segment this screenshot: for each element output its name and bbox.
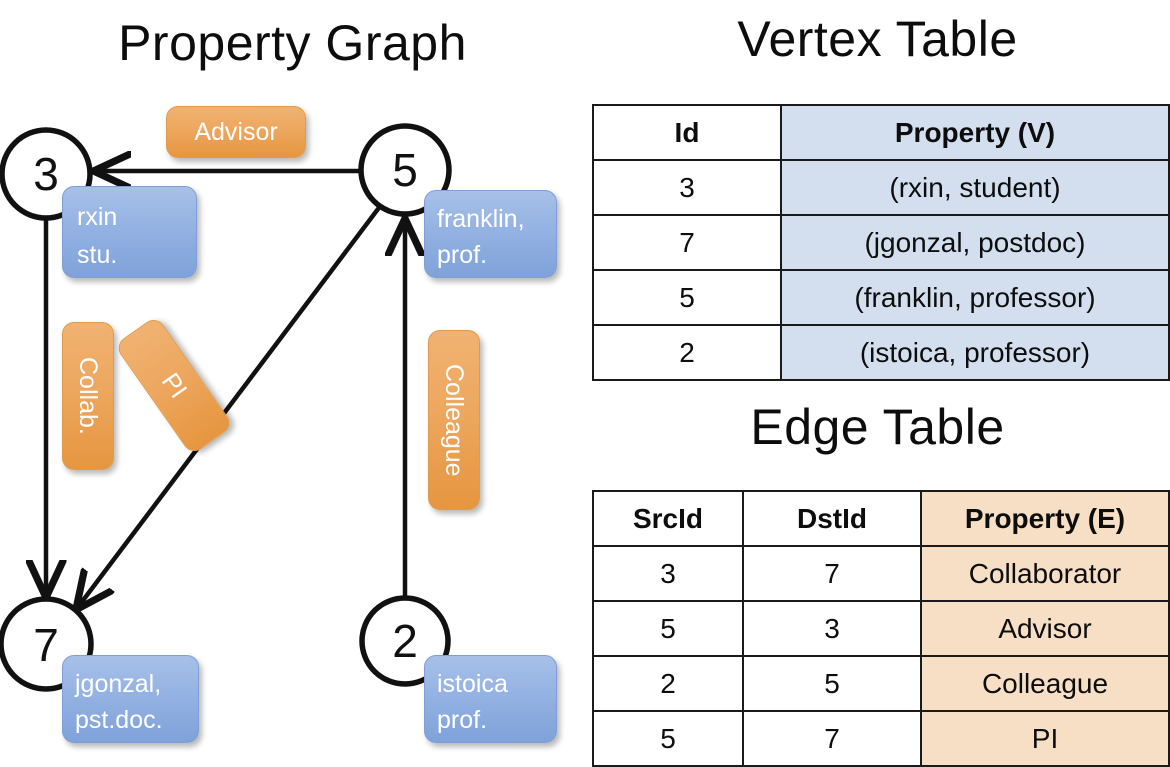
table-row[interactable]: 5 3 Advisor	[592, 600, 1170, 657]
edge-row-3-property: PI	[920, 710, 1170, 767]
edge-line-pi	[78, 203, 383, 607]
graph-node-5-label: 5	[392, 144, 418, 196]
vertex-table-header-property: Property (V)	[780, 104, 1170, 161]
page-title-vertex-table: Vertex Table	[737, 11, 1018, 67]
node-property-box-jgonzal[interactable]: jgonzal, pst.doc.	[62, 655, 199, 743]
graph-canvas: 3 5 7 2	[0, 123, 452, 692]
graph-node-7-label: 7	[33, 619, 59, 671]
edge-row-0-property: Collaborator	[920, 545, 1170, 602]
vertex-row-2-property: (franklin, professor)	[780, 269, 1170, 326]
table-row[interactable]: 3 7 Collaborator	[592, 545, 1170, 602]
edge-label-collab-text: Collab.	[74, 357, 102, 435]
table-row[interactable]: 5 7 PI	[592, 710, 1170, 767]
table-row[interactable]: 2 (istoica, professor)	[592, 324, 1170, 381]
property-graph-diagram: 3 5 7 2 Advisor Collab. PI Colleague rxi…	[0, 0, 585, 760]
node-property-rxin-line2: stu.	[77, 241, 118, 269]
node-property-box-franklin[interactable]: franklin, prof.	[424, 190, 557, 278]
vertex-row-1-property: (jgonzal, postdoc)	[780, 214, 1170, 271]
vertex-row-3-id: 2	[592, 324, 782, 381]
table-row[interactable]: 3 (rxin, student)	[592, 159, 1170, 216]
vertex-table: Id Property (V) 3 (rxin, student) 7 (jgo…	[592, 104, 1170, 381]
edge-table: SrcId DstId Property (E) 3 7 Collaborato…	[592, 490, 1170, 767]
node-property-jgonzal-line2: pst.doc.	[75, 706, 163, 734]
edge-row-3-dst: 7	[742, 710, 922, 767]
vertex-table-header-id: Id	[592, 104, 782, 161]
edge-table-header-property: Property (E)	[920, 490, 1170, 547]
edge-label-colleague-text: Colleague	[440, 363, 468, 477]
node-property-istoica-line2: prof.	[437, 706, 488, 734]
edge-row-1-dst: 3	[742, 600, 922, 657]
node-property-franklin-line2: prof.	[437, 241, 488, 269]
edge-row-0-src: 3	[592, 545, 744, 602]
edge-row-3-src: 5	[592, 710, 744, 767]
graph-node-3-label: 3	[33, 148, 59, 200]
edge-label-advisor-text: Advisor	[194, 118, 278, 146]
vertex-table-header-row: Id Property (V)	[592, 104, 1170, 161]
graph-node-5[interactable]: 5	[358, 123, 452, 217]
graph-node-2-label: 2	[392, 615, 418, 667]
node-property-istoica-line1: istoica	[437, 670, 508, 698]
node-property-jgonzal-line1: jgonzal,	[75, 670, 162, 698]
edge-table-header-dstid: DstId	[742, 490, 922, 547]
edge-table-header-srcid: SrcId	[592, 490, 744, 547]
vertex-row-3-property: (istoica, professor)	[780, 324, 1170, 381]
edge-row-0-dst: 7	[742, 545, 922, 602]
vertex-row-0-property: (rxin, student)	[780, 159, 1170, 216]
table-row[interactable]: 5 (franklin, professor)	[592, 269, 1170, 326]
page-title-property-graph: Property Graph	[118, 15, 467, 71]
vertex-row-2-id: 5	[592, 269, 782, 326]
edge-label-advisor[interactable]: Advisor	[166, 106, 306, 158]
edge-label-colleague[interactable]: Colleague	[428, 330, 480, 510]
edge-row-2-property: Colleague	[920, 655, 1170, 712]
edge-row-2-src: 2	[592, 655, 744, 712]
table-row[interactable]: 7 (jgonzal, postdoc)	[592, 214, 1170, 271]
edge-table-header-row: SrcId DstId Property (E)	[592, 490, 1170, 547]
node-property-franklin-line1: franklin,	[437, 205, 525, 233]
node-property-box-rxin[interactable]: rxin stu.	[62, 186, 197, 278]
node-property-rxin-line1: rxin	[77, 203, 118, 231]
node-property-box-istoica[interactable]: istoica prof.	[424, 655, 557, 743]
edge-row-1-property: Advisor	[920, 600, 1170, 657]
edge-label-collab[interactable]: Collab.	[62, 322, 114, 470]
page-title-edge-table: Edge Table	[750, 399, 1005, 455]
edge-label-pi-text: PI	[155, 367, 193, 404]
vertex-row-0-id: 3	[592, 159, 782, 216]
table-row[interactable]: 2 5 Colleague	[592, 655, 1170, 712]
edge-row-2-dst: 5	[742, 655, 922, 712]
edge-row-1-src: 5	[592, 600, 744, 657]
vertex-row-1-id: 7	[592, 214, 782, 271]
